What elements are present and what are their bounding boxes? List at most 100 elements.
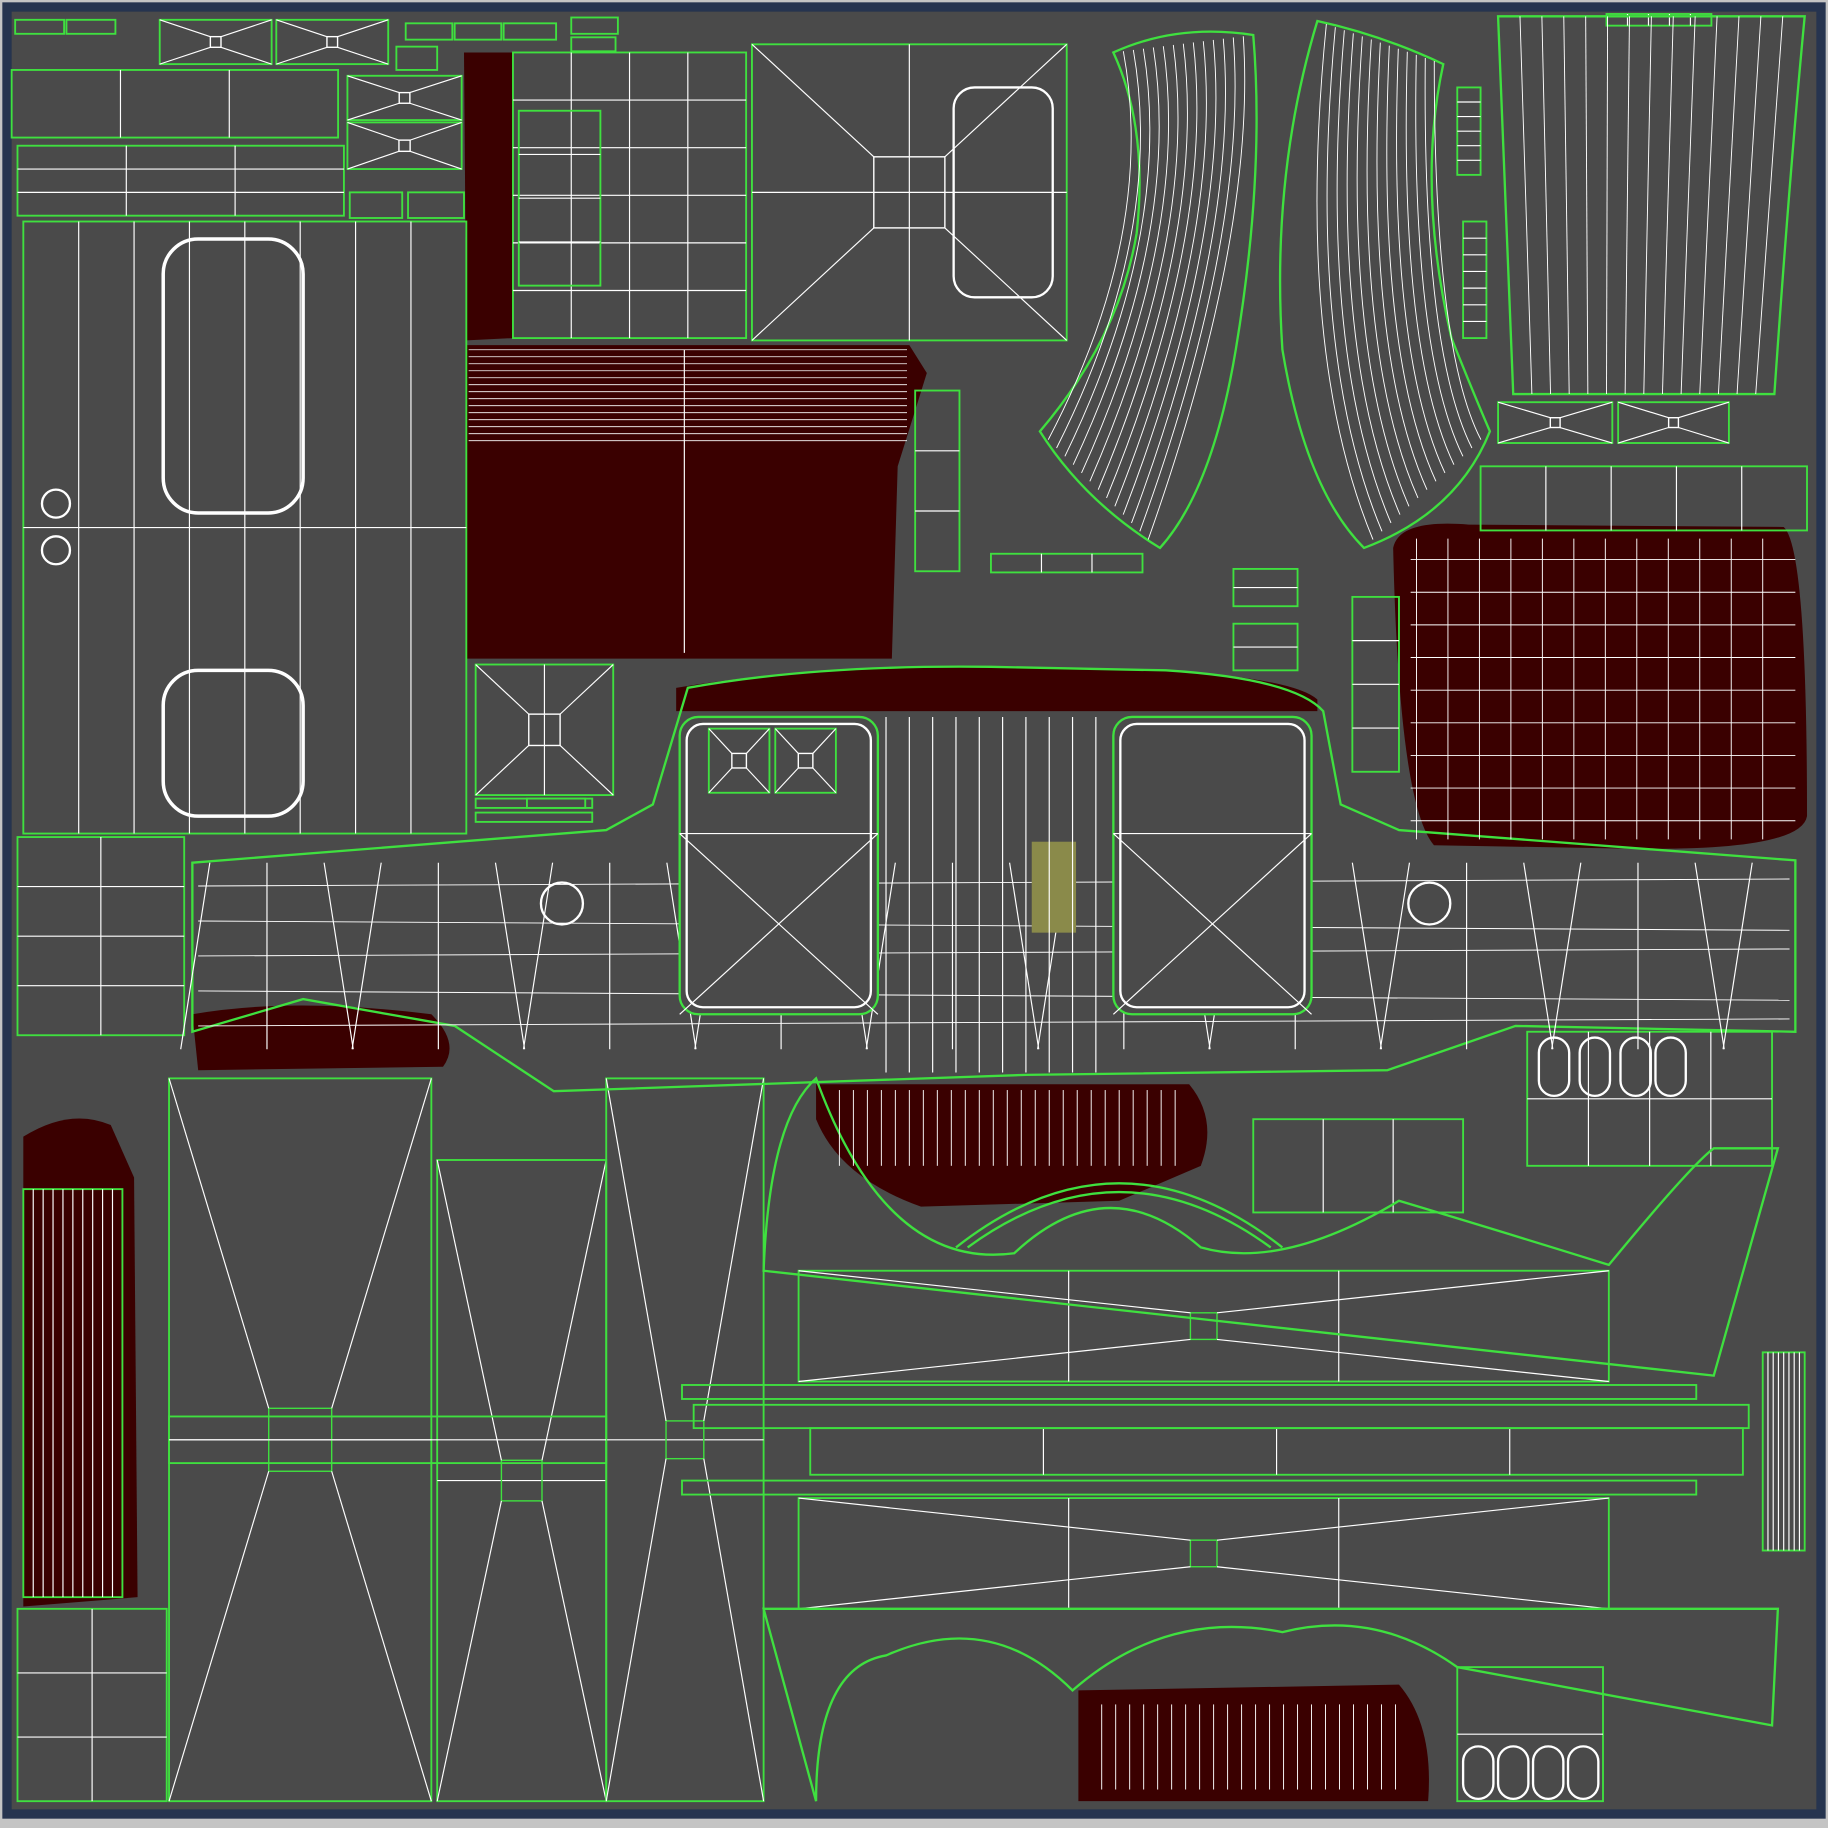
wire-edge — [198, 1018, 1790, 1027]
wire-circle — [1407, 881, 1452, 926]
wire-edge — [1072, 47, 1160, 465]
wire-edge — [1424, 57, 1473, 449]
wire-center-quad — [326, 35, 339, 48]
wire-edge — [337, 46, 389, 65]
wire-edge — [159, 46, 211, 65]
wire-edge — [323, 862, 354, 1050]
wire-edge — [751, 43, 875, 158]
uv-island-curved — [1038, 30, 1258, 550]
wire-edge — [1379, 862, 1411, 1050]
uv-island-curved — [1278, 19, 1492, 550]
uv-island — [346, 121, 463, 170]
wire-edge — [1356, 36, 1410, 507]
wire-edge — [1147, 36, 1246, 540]
wire-circle — [539, 881, 585, 926]
wire-center-quad — [665, 1420, 705, 1460]
wire-edge — [1617, 426, 1669, 444]
wire-edge — [1551, 862, 1582, 1050]
uv-island — [797, 1269, 1610, 1383]
wire-edge — [409, 150, 462, 170]
wire-edge — [798, 1338, 1191, 1383]
uv-island — [692, 1403, 1750, 1430]
uv-island-curved — [955, 1182, 1284, 1249]
uv-island — [526, 797, 587, 809]
uv-island — [1252, 1118, 1465, 1214]
wire-center-quad — [1549, 417, 1561, 429]
wire-edge — [1216, 1270, 1609, 1314]
uv-island — [570, 36, 617, 53]
uv-island — [404, 22, 454, 41]
uv-island — [914, 389, 961, 573]
wire-edge — [774, 728, 799, 754]
wire-edge — [1396, 48, 1446, 474]
wire-oval — [1619, 1036, 1652, 1098]
wire-edge — [1056, 49, 1141, 449]
uv-island-curved — [762, 1607, 1780, 1802]
wire-edge — [220, 46, 272, 65]
wire-edge — [798, 1270, 1191, 1314]
uv-island — [1617, 401, 1730, 444]
wire-edge — [745, 767, 770, 794]
wire-edge — [436, 1500, 502, 1802]
overlap-region — [23, 1118, 138, 1607]
wire-edge — [436, 1159, 502, 1461]
wire-edge — [1717, 16, 1740, 395]
wire-edge — [1081, 46, 1170, 474]
uv-island-curved — [966, 1191, 1272, 1249]
wire-edge — [745, 728, 770, 754]
uv-island — [1497, 401, 1614, 444]
wire-edge — [1366, 39, 1419, 499]
wire-edge — [1376, 42, 1428, 490]
uv-island — [1462, 220, 1488, 340]
wire-edge — [1694, 862, 1725, 1050]
wire-edge — [1722, 862, 1753, 1050]
overlap-region — [676, 666, 1318, 712]
wire-edge — [409, 75, 462, 94]
wire-edge — [1326, 27, 1383, 532]
wire-edge — [541, 1500, 607, 1802]
wire-edge — [198, 878, 1790, 887]
uv-island — [395, 45, 439, 71]
wire-edge — [1617, 401, 1669, 419]
wire-center-quad — [398, 139, 411, 153]
uv-island — [16, 144, 345, 217]
wire-edge — [1216, 1497, 1609, 1541]
wire-edge — [703, 1458, 765, 1802]
door-panel — [678, 715, 880, 1016]
wire-edge — [522, 862, 554, 1050]
wire-edge — [605, 1458, 667, 1802]
wire-edge — [559, 664, 614, 715]
wire-edge — [703, 1078, 765, 1421]
wire-edge — [1519, 16, 1533, 395]
uv-island — [158, 18, 273, 66]
wire-center-quad — [398, 91, 411, 104]
highlight-patch — [1031, 841, 1077, 933]
uv-island-curved — [762, 1076, 1780, 1377]
uv-island-curved — [1496, 15, 1806, 396]
wire-edge — [1064, 48, 1151, 457]
wire-edge — [198, 990, 1790, 1001]
uv-island — [990, 552, 1144, 574]
uv-island — [14, 18, 66, 35]
wire-edge — [347, 150, 400, 170]
uv-island — [407, 191, 465, 219]
wire-center-quad — [500, 1459, 543, 1502]
wire-edge — [1559, 401, 1613, 419]
wire-edge — [1119, 722, 1306, 1009]
wire-circle — [40, 535, 72, 566]
wire-edge — [541, 1159, 607, 1461]
wire-edge — [1405, 51, 1455, 465]
uv-island — [707, 727, 771, 794]
wire-edge — [708, 767, 733, 794]
wire-edge — [679, 833, 879, 1015]
wire-edge — [798, 1566, 1191, 1610]
wire-edge — [347, 102, 400, 121]
door-panel — [1112, 715, 1313, 1016]
wire-edge — [685, 722, 873, 1009]
wire-edge — [347, 75, 400, 94]
wire-edge — [1009, 862, 1040, 1050]
wire-edge — [198, 920, 1790, 931]
wire-edge — [1523, 862, 1554, 1050]
